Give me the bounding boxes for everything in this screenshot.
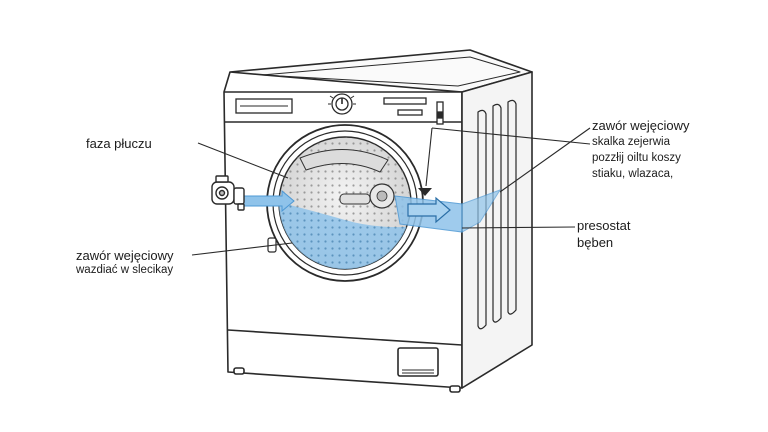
label-right-note-3: stiaku, wlazaca, [592, 168, 674, 180]
label-inlet-valve-left: zawór wejęciowy [76, 248, 174, 263]
label-right-note-1: skalka zejerwia [592, 136, 670, 148]
door [266, 124, 424, 282]
label-drum: bęben [577, 235, 614, 250]
leader-lines [191, 127, 591, 256]
label-right-note-2: pozzłij oiltu koszy [592, 152, 681, 164]
inlet-valve-icon [211, 175, 245, 211]
label-inlet-valve-left-note: wazdiać w slecikay [76, 264, 174, 276]
label-inlet-valve-right: zawór wejęciowy [592, 118, 690, 133]
label-rinse-phase: faza płuczu [86, 136, 152, 151]
water-arrow-icon [237, 189, 295, 213]
water-arrow-icon [407, 196, 451, 224]
water-flow [237, 188, 502, 233]
label-pressure-switch: presostat [577, 218, 631, 233]
control-panel [235, 93, 444, 125]
